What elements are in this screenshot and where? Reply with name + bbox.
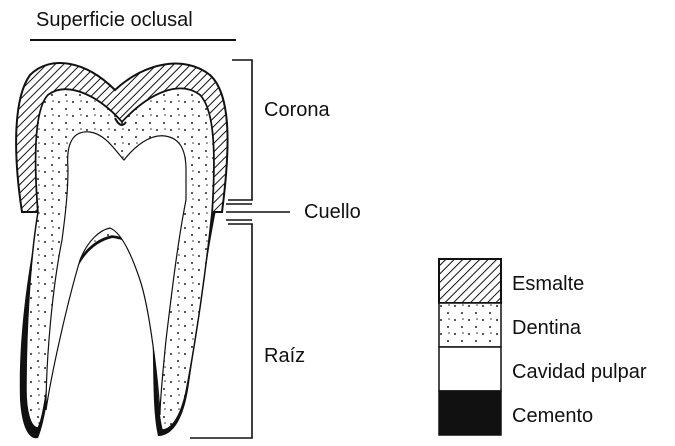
corona-bracket bbox=[228, 60, 252, 200]
legend-swatch-cemento bbox=[438, 390, 502, 436]
dentin-layer bbox=[26, 89, 214, 430]
legend-label-cemento: Cemento bbox=[512, 406, 593, 426]
legend-label-dentina: Dentina bbox=[512, 318, 581, 338]
raiz-label: Raíz bbox=[264, 346, 305, 366]
corona-label: Corona bbox=[264, 100, 330, 120]
legend-swatch-esmalte bbox=[438, 258, 502, 304]
cuello-label: Cuello bbox=[304, 202, 361, 222]
legend-swatch-dentina bbox=[438, 302, 502, 348]
legend-label-esmalte: Esmalte bbox=[512, 274, 584, 294]
occlusal-surface-label: Superficie oclusal bbox=[36, 10, 193, 30]
legend-label-cavidad-pulpar: Cavidad pulpar bbox=[512, 362, 647, 382]
legend-swatch-cavidad-pulpar bbox=[438, 346, 502, 392]
